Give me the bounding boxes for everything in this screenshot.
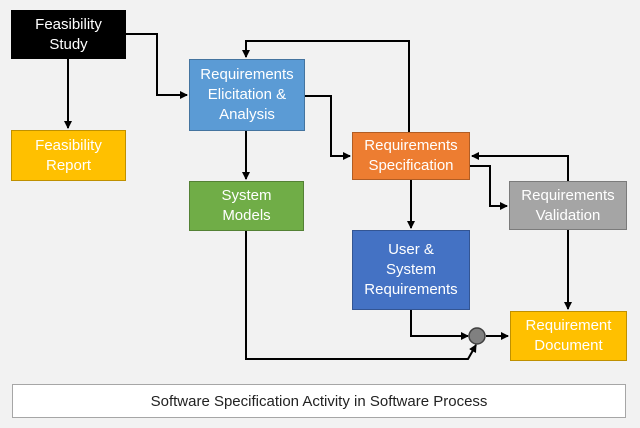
diagram-caption-text: Software Specification Activity in Softw… bbox=[150, 392, 488, 410]
arrow-study-to-elicitation bbox=[126, 33, 188, 99]
box-requirements-elicitation: Requirements Elicitation & Analysis bbox=[189, 59, 305, 131]
box-system-models-label: System Models bbox=[221, 187, 272, 224]
box-requirements-validation-label: Requirements Validation bbox=[521, 186, 615, 224]
box-user-system-requirements: User & System Requirements bbox=[352, 230, 470, 310]
box-system-models: System Models bbox=[189, 181, 304, 231]
arrow-validation-to-specification bbox=[471, 152, 569, 181]
box-user-system-requirements-label: User & System Requirements bbox=[364, 241, 458, 298]
arrow-models-to-junction bbox=[245, 231, 477, 360]
box-feasibility-report-label: Feasibility Report bbox=[35, 136, 102, 174]
box-requirement-document-label: Requirement Document bbox=[525, 317, 612, 354]
box-requirements-elicitation-label: Requirements Elicitation & Analysis bbox=[200, 66, 294, 123]
box-requirements-specification: Requirements Specification bbox=[352, 132, 470, 180]
box-feasibility-study: Feasibility Study bbox=[11, 10, 126, 59]
box-requirement-document: Requirement Document bbox=[510, 311, 627, 361]
arrow-specification-to-elicitation bbox=[242, 40, 410, 132]
box-requirements-validation: Requirements Validation bbox=[509, 181, 627, 230]
box-feasibility-study-label: Feasibility Study bbox=[35, 15, 102, 53]
box-requirements-specification-label: Requirements Specification bbox=[364, 137, 458, 174]
diagram-caption: Software Specification Activity in Softw… bbox=[12, 384, 626, 418]
arrow-specification-to-validation bbox=[470, 165, 508, 210]
arrow-elicitation-to-specification bbox=[305, 95, 351, 160]
arrow-user-requirements-to-junction bbox=[410, 310, 469, 340]
merge-junction bbox=[468, 327, 486, 345]
box-feasibility-report: Feasibility Report bbox=[11, 130, 126, 181]
